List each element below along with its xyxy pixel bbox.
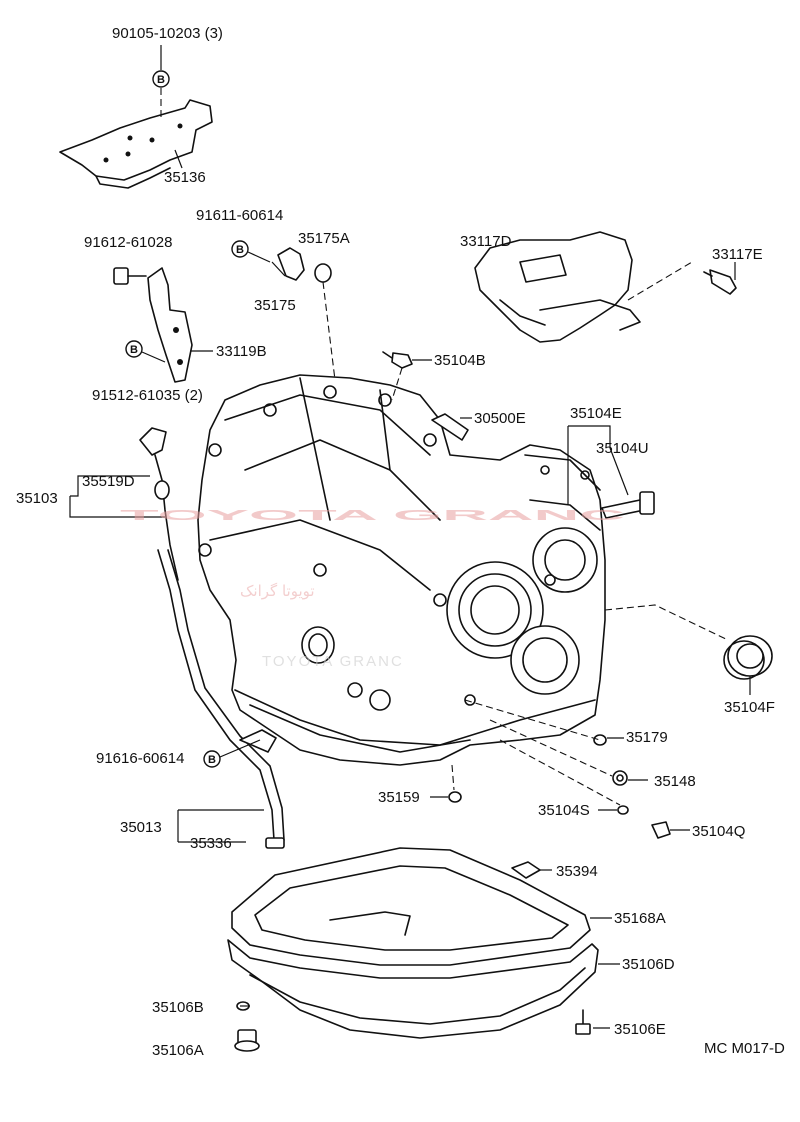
part-35168A-gasket: [231, 847, 591, 966]
part-35104F-seal: [723, 635, 773, 680]
label-33117E: 33117E: [712, 246, 763, 263]
label-35175: 35175: [254, 297, 296, 314]
label-91512-61035: 91512-61035 (2): [92, 387, 203, 404]
part-35106E-bolt: [575, 1009, 591, 1035]
label-35104B: 35104B: [434, 352, 486, 369]
label-91616-60614: 91616-60614: [96, 750, 184, 767]
svg-text:B: B: [208, 754, 216, 766]
svg-text:B: B: [157, 74, 165, 86]
part-33117E-bolt: [703, 269, 737, 295]
watermark-main: TOYOTA GRANC: [120, 507, 626, 524]
svg-text:B: B: [236, 244, 244, 256]
part-35394: [511, 861, 541, 879]
part-30500E-bolt: [431, 413, 469, 441]
label-35104U: 35104U: [596, 440, 649, 457]
watermark-persian: تویوتا گرانک: [240, 582, 315, 600]
label-35104S: 35104S: [538, 802, 590, 819]
bolt-marker-b-1: B: [152, 70, 170, 88]
label-mc-m017-d: MC M017-D: [704, 1040, 785, 1057]
part-35104U-bolt: [601, 491, 655, 519]
part-35179: [593, 734, 607, 746]
label-35148: 35148: [654, 773, 696, 790]
label-35103: 35103: [16, 490, 58, 507]
part-35103-dipstick: [139, 427, 179, 581]
label-35104F: 35104F: [724, 699, 775, 716]
part-35136-plate: [59, 99, 213, 189]
bolt-marker-b-4: B: [203, 750, 221, 768]
label-35394: 35394: [556, 863, 598, 880]
part-35106A-plug: [234, 1029, 260, 1052]
part-35148: [612, 770, 628, 786]
label-35106B: 35106B: [152, 999, 204, 1016]
part-33119B-bracket: [113, 267, 193, 383]
label-35013: 35013: [120, 819, 162, 836]
label-35106A: 35106A: [152, 1042, 204, 1059]
label-35179: 35179: [626, 729, 668, 746]
svg-text:B: B: [130, 344, 138, 356]
label-91612-61028: 91612-61028: [84, 234, 172, 251]
label-35336: 35336: [190, 835, 232, 852]
bolt-marker-b-2: B: [231, 240, 249, 258]
part-35104B: [382, 351, 413, 369]
bolt-marker-b-3: B: [125, 340, 143, 358]
part-transaxle-housing: [197, 374, 606, 766]
label-35106E: 35106E: [614, 1021, 666, 1038]
label-90105-10203: 90105-10203 (3): [112, 25, 223, 42]
part-35175-sensor: [271, 247, 332, 283]
part-35106D-oil-pan: [227, 939, 599, 1039]
label-35106D: 35106D: [622, 956, 675, 973]
label-30500E: 30500E: [474, 410, 526, 427]
label-91611-60614: 91611-60614: [196, 207, 283, 224]
label-35104Q: 35104Q: [692, 823, 745, 840]
label-35159: 35159: [378, 789, 420, 806]
label-35136: 35136: [164, 169, 206, 186]
part-35104Q: [651, 821, 671, 839]
label-33119B: 33119B: [216, 343, 267, 360]
label-35168A: 35168A: [614, 910, 666, 927]
part-35013-tube: [157, 549, 285, 849]
label-35104E: 35104E: [570, 405, 622, 422]
watermark-sub: TOYOTA GRANC: [262, 653, 404, 670]
label-35175A: 35175A: [298, 230, 350, 247]
part-35104S: [617, 805, 629, 815]
part-33117D-cover: [474, 231, 641, 343]
label-35519D: 35519D: [82, 473, 135, 490]
part-35159: [448, 791, 462, 803]
label-33117D: 33117D: [460, 233, 512, 250]
